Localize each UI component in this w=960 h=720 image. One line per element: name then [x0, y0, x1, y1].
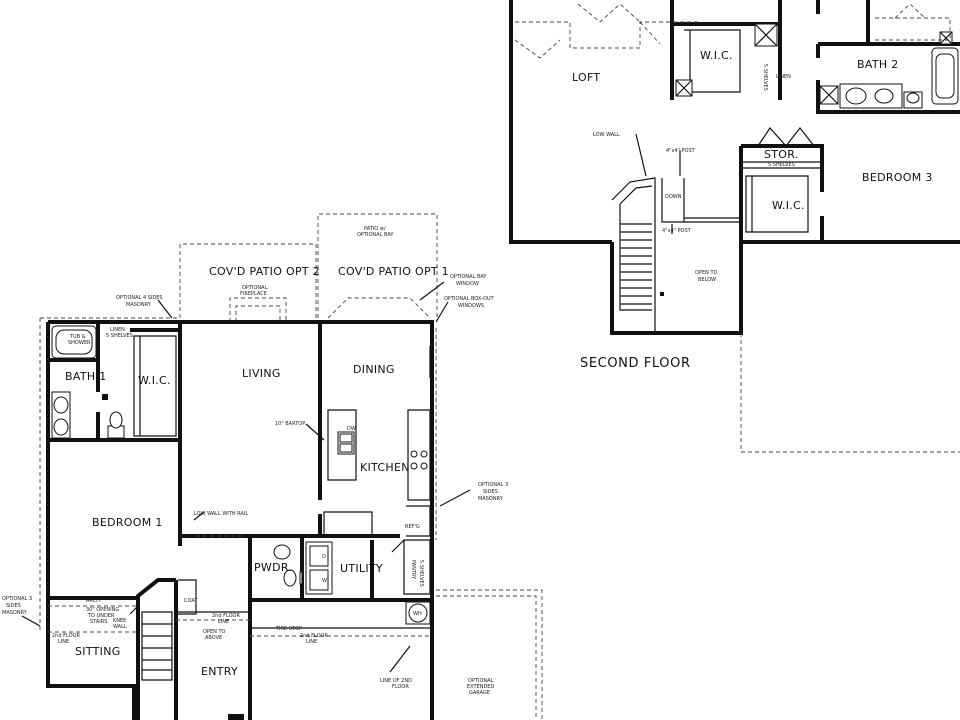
storage-label: STOR. [764, 148, 799, 161]
floor-line-note-1: 2nd FLOOR [212, 613, 240, 619]
patio-bay-note-1: PATIO w/ [364, 226, 386, 232]
opt3-right-note-2: SIDES [483, 489, 498, 495]
water-heater-note: WH [413, 611, 422, 617]
patio1-label: COV'D PATIO OPT 1 [338, 265, 449, 278]
opt4-note-2: MASONRY [126, 302, 152, 308]
five-shelves-stor-note: 5 SHELVES [768, 162, 795, 168]
opt3-left-note-3: MASONRY [2, 610, 28, 616]
open-above-note-1: OPEN TO [203, 629, 225, 635]
bedroom3-label: BEDROOM 3 [862, 171, 933, 184]
linen-note: LINEN [776, 74, 791, 80]
dishwasher-note: DW [347, 426, 356, 432]
linen-note-2: 5 SHELVES [106, 333, 133, 339]
bedroom1-label: BEDROOM 1 [92, 516, 163, 529]
entry-label: ENTRY [201, 665, 238, 678]
down-note: DOWN [665, 194, 682, 200]
open-above-note-2: ABOVE [205, 635, 222, 641]
second-floor-title: SECOND FLOOR [580, 356, 691, 371]
floor-line-note-2: LINE [218, 619, 229, 625]
garage-note-3: GARAGE [469, 690, 490, 696]
bay-window-note-1: OPTIONAL BAY [450, 274, 487, 280]
wic-top-label: W.I.C. [700, 49, 733, 62]
first-floor-plan [21, 213, 543, 720]
loft-label: LOFT [572, 71, 600, 84]
boxout-note-1: OPTIONAL BOX-OUT [444, 296, 495, 302]
opt3-right-note-1: OPTIONAL 3 [478, 482, 508, 488]
floor-line-mid-note-1: 2nd FLOOR [300, 633, 328, 639]
wic-bedroom3-label: W.I.C. [772, 199, 805, 212]
bartop-note: 10" BARTOP [275, 421, 305, 427]
kitchen-label: KITCHEN [360, 461, 410, 474]
utility-label: UTILITY [340, 562, 383, 575]
floor-line-left-note-2: LINE [58, 639, 69, 645]
stair-treads [620, 223, 652, 305]
opt3-left-note-2: SIDES [6, 603, 21, 609]
bay-window-note-2: WINDOW [456, 281, 479, 287]
post-top-note: 4"x4" POST [666, 148, 696, 154]
tub-note-1: TUB & [69, 334, 86, 340]
opt4-note-1: OPTIONAL 4 SIDES [116, 295, 163, 301]
floor-line-mid-note-2: LINE [306, 639, 317, 645]
pantry-shelves-note: 5 SHELVES [418, 560, 424, 587]
dining-label: DINING [353, 363, 395, 376]
line-2nd-floor-note-2: FLOOR [392, 684, 409, 690]
knee-wall-note-1: KNEE [113, 618, 126, 624]
bath2-label: BATH 2 [857, 58, 899, 71]
opening-note-2: TO UNDER [87, 613, 115, 619]
living-label: LIVING [242, 367, 281, 380]
second-floor-plan [509, 0, 960, 453]
patio-bay-note-2: OPTIONAL BAY [357, 232, 394, 238]
opt3-left-note-1: OPTIONAL 3 [2, 596, 32, 602]
dryer-note: D [322, 554, 326, 560]
powder-label: PWDR. [254, 561, 292, 574]
garage-note-2: EXTENDED [467, 684, 494, 690]
coat-note: COAT [184, 598, 198, 604]
tire-stop-note: TIRE STOP [275, 626, 302, 632]
wic-label: W.I.C. [138, 374, 171, 387]
tub-note-2: SHOWER [68, 340, 91, 346]
refrigerator-note: REF'G [405, 524, 420, 530]
opening-note-1: 30" OPENING [86, 607, 119, 613]
boxout-note-2: WINDOWS [458, 303, 484, 309]
opt3-right-note-3: MASONRY [478, 496, 504, 502]
washer-note: W [322, 578, 327, 584]
bath1-label: BATH 1 [65, 370, 107, 383]
floor-line-left-note-1: 2nd FLOOR [52, 633, 80, 639]
pantry-note: PANTRY [410, 560, 416, 580]
garage-note-1: OPTIONAL [468, 678, 494, 684]
sitting-label: SITTING [75, 645, 121, 658]
five-shelves-linen-note: 5 SHELVES [762, 64, 768, 91]
low-wall-note: LOW WALL [593, 132, 620, 138]
open-below-note-2: BELOW [698, 277, 716, 283]
opening-note-3: STAIRS [90, 619, 107, 625]
open-below-note-1: OPEN TO [695, 270, 717, 276]
line-2nd-floor-note-1: LINE OF 2ND [380, 678, 412, 684]
linen-note-1: LINEN [110, 327, 125, 333]
arch-note: ARCH [86, 598, 100, 604]
post-bottom-note: 4"x4" POST [662, 228, 692, 234]
fireplace-note-1: OPTIONAL [242, 285, 268, 291]
low-wall-rail-note: LOW WALL WITH RAIL [194, 511, 248, 517]
fireplace-note-2: FIREPLACE [240, 291, 267, 297]
patio2-label: COV'D PATIO OPT 2 [209, 265, 320, 278]
knee-wall-note-2: WALL [113, 624, 127, 630]
